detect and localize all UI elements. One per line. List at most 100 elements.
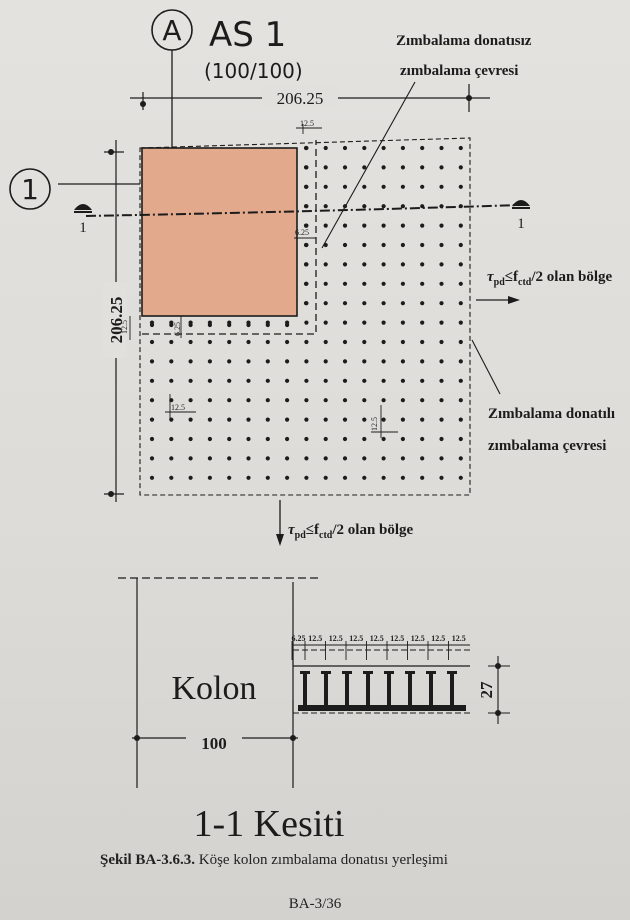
- stud-dot: [420, 475, 425, 480]
- stud-dot: [400, 165, 405, 170]
- stud-dot: [439, 204, 444, 209]
- axis-number: 1: [21, 173, 39, 206]
- stud-dot: [420, 204, 425, 209]
- stud-dot: [458, 456, 463, 461]
- stud-dot: [458, 436, 463, 442]
- stud-dot: [323, 436, 328, 442]
- section-slab-outline: [293, 649, 470, 714]
- label-no-reinforcement-2: zımbalama çevresi: [400, 63, 518, 79]
- stud-dot: [400, 417, 405, 422]
- stud-dot: [207, 322, 212, 328]
- stud-dot: [323, 145, 328, 151]
- stud-dot: [304, 475, 309, 480]
- spacing-label-col-side: 6.25: [295, 228, 309, 237]
- stud-dot: [265, 475, 270, 480]
- stud-dot: [439, 339, 444, 345]
- dim-left-dot-bottom: [108, 491, 114, 497]
- stud-dot: [381, 456, 386, 461]
- stud-dot: [227, 417, 232, 422]
- stud-dot: [323, 398, 328, 403]
- stud-dot: [381, 184, 386, 189]
- section-mark-right: 1: [517, 216, 525, 232]
- stud-dot: [207, 475, 212, 480]
- stud-dot: [303, 301, 309, 306]
- stud-dot: [342, 378, 348, 383]
- stud-dot: [342, 398, 348, 403]
- stud-dot: [362, 204, 367, 209]
- stud-dot: [188, 322, 193, 328]
- stud-dot: [227, 475, 232, 480]
- stud-dot: [304, 378, 309, 383]
- caption-ref: Şekil BA-3.6.3.: [100, 852, 196, 868]
- stud-dot: [227, 378, 232, 383]
- stud-bar: [345, 673, 349, 707]
- stud-dot: [400, 223, 405, 228]
- stud-dot: [458, 339, 463, 345]
- stud-dot: [420, 417, 425, 422]
- stud-dot: [342, 145, 348, 151]
- stud-dot: [342, 281, 348, 286]
- stud-dot: [285, 456, 290, 461]
- stud-dot: [400, 242, 405, 248]
- stud-dot: [420, 223, 425, 228]
- stud-dot: [420, 378, 425, 383]
- stud-dot: [381, 339, 386, 345]
- stud-dot: [149, 398, 155, 403]
- stud-dot: [400, 359, 405, 364]
- dim-left-label: 206.25: [107, 297, 126, 344]
- section-marker-left: [74, 204, 92, 213]
- stud-head: [300, 671, 310, 674]
- stud-dot: [342, 417, 348, 422]
- stud-dot: [227, 359, 232, 364]
- stud-dot: [381, 398, 386, 403]
- leader-with-reinforcement: [471, 339, 501, 395]
- section-spacing-label: 12.5: [370, 634, 384, 643]
- stud-dot: [342, 242, 348, 248]
- stud-dot: [188, 378, 193, 383]
- stud-dot: [400, 456, 405, 461]
- kolon-label: Kolon: [172, 670, 257, 707]
- stud-dot: [381, 281, 386, 286]
- label-no-reinforcement-1: Zımbalama donatısız: [396, 33, 532, 49]
- stud-dot: [304, 456, 309, 461]
- section-cut-line: [85, 204, 521, 217]
- stud-dot: [323, 184, 328, 189]
- stud-dot: [458, 320, 463, 325]
- stud-dot: [323, 359, 328, 364]
- stud-dot: [342, 184, 348, 189]
- stud-dot: [149, 436, 155, 442]
- axis-letter: A: [162, 14, 181, 47]
- spacing-label-top: 12.5: [300, 119, 314, 128]
- stud-dot: [420, 262, 425, 267]
- stud-dot: [285, 398, 290, 403]
- stud-dot: [207, 378, 212, 383]
- stud-dot: [381, 145, 386, 151]
- stud-dot: [207, 339, 212, 345]
- stud-dot: [362, 378, 367, 383]
- stud-dot: [342, 320, 348, 325]
- stud-dot: [420, 301, 425, 306]
- stud-dot: [439, 262, 444, 267]
- section-spacing-label: 12.5: [411, 634, 425, 643]
- stud-dot: [207, 456, 212, 461]
- section-spacing-label: 6.25: [292, 634, 306, 643]
- stud-dot: [458, 398, 463, 403]
- stud-dot: [439, 184, 444, 189]
- section-width-label: 100: [201, 734, 227, 753]
- stud-dot: [304, 359, 309, 364]
- stud-dot: [303, 223, 309, 228]
- stud-dot: [400, 145, 405, 151]
- stud-dot: [303, 281, 309, 286]
- stud-dot: [420, 145, 425, 151]
- section-marker-right: [512, 200, 530, 209]
- stud-dot: [303, 145, 309, 151]
- zone-bottom-label: τpd≤fctd/2 olan bölge: [288, 522, 414, 541]
- stud-dot: [381, 301, 386, 306]
- axis-bubble-1: [9, 168, 51, 210]
- stud-dot: [362, 359, 367, 364]
- stud-dot: [400, 436, 405, 442]
- stud-dot: [323, 165, 328, 170]
- stud-dot: [227, 456, 232, 461]
